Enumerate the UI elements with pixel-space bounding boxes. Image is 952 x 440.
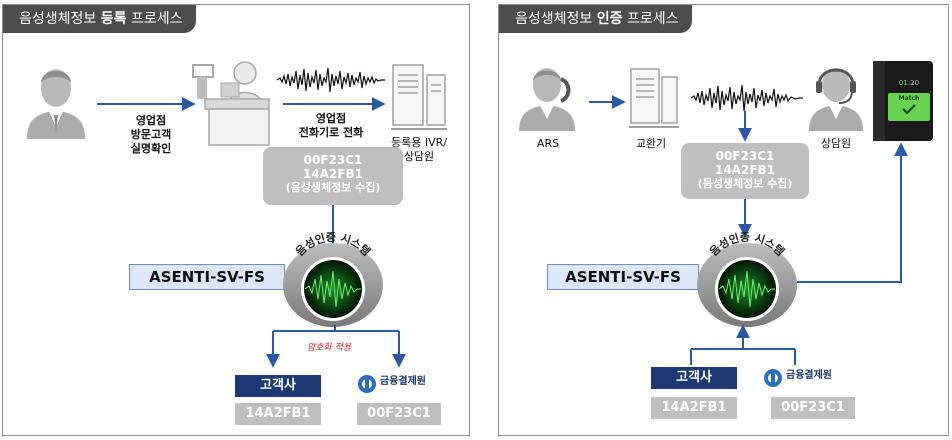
fsc-logo-icon [764, 369, 782, 387]
collected-voice-data-box: 00F23C1 14A2FB1 (음성생체정보 수집) [263, 147, 403, 205]
fsc-logo: 금융결제원 [357, 371, 447, 397]
encryption-label: 암호화 적용 [306, 343, 352, 353]
registration-panel: 음성생체정보 등록 프로세스 영업점 방문고객 실명확인 영업점 전화기로 전화 [2, 4, 470, 436]
result-arrow [797, 142, 908, 283]
radar-icon: 음성인증 시스템 [283, 231, 383, 327]
split-arrows [266, 325, 406, 368]
store-counter-icon [192, 61, 270, 146]
panel-title: 음성생체정보 인증 프로세스 [499, 5, 693, 33]
ars-caller-icon [519, 68, 575, 131]
phone-time: 01:20 [898, 79, 920, 87]
flow-arrow [97, 97, 196, 111]
ars-caption: ARS [536, 137, 560, 150]
flow-arrow [738, 111, 752, 142]
exchange-server-icon [629, 68, 679, 128]
panel-title: 음성생체정보 등록 프로세스 [3, 5, 197, 33]
customer-company-box: 고객사 [651, 367, 737, 389]
system-name-box: ASENTI-SV-FS [129, 264, 285, 290]
person-icon [27, 69, 85, 139]
check-icon [902, 104, 916, 115]
exchange-caption: 교환기 [635, 137, 667, 150]
customer-company-code: 14A2FB1 [235, 403, 321, 425]
agent-headset-icon [809, 68, 863, 131]
agent-caption: 상담원 [820, 137, 852, 150]
merge-arrows [690, 324, 796, 365]
voice-wave-icon [276, 67, 385, 93]
system-name-box: ASENTI-SV-FS [547, 264, 699, 290]
voice-wave-icon [690, 84, 803, 112]
radar-icon: 음성인증 시스템 [697, 231, 797, 327]
ivr-caption: 등록용 IVR/ 상담원 [391, 136, 447, 163]
flow-arrow [283, 97, 386, 111]
fsc-code: 00F23C1 [357, 403, 441, 425]
fsc-name: 금융결제원 [786, 369, 832, 381]
flow-arrow [738, 199, 752, 238]
fsc-name: 금융결제원 [380, 375, 426, 387]
customer-company-code: 14A2FB1 [651, 397, 737, 419]
fsc-logo: 금융결제원 [763, 365, 853, 391]
authentication-panel: 음성생체정보 인증 프로세스 ARS 교환기 상담원 01:20 [498, 4, 949, 436]
customer-caption: 영업점 방문고객 실명확인 [130, 114, 172, 155]
server-icon [391, 64, 447, 130]
flow-arrow [589, 95, 626, 109]
branch-call-caption: 영업점 전화기로 전화 [298, 112, 364, 139]
collected-voice-data-box: 00F23C1 14A2FB1 (음성생체정보 수집) [681, 143, 809, 199]
phone-screen-icon: 01:20 Match [873, 61, 933, 141]
customer-company-box: 고객사 [235, 375, 321, 397]
phone-match: Match [898, 95, 920, 102]
fsc-logo-icon [358, 375, 376, 393]
fsc-code: 00F23C1 [771, 397, 855, 419]
